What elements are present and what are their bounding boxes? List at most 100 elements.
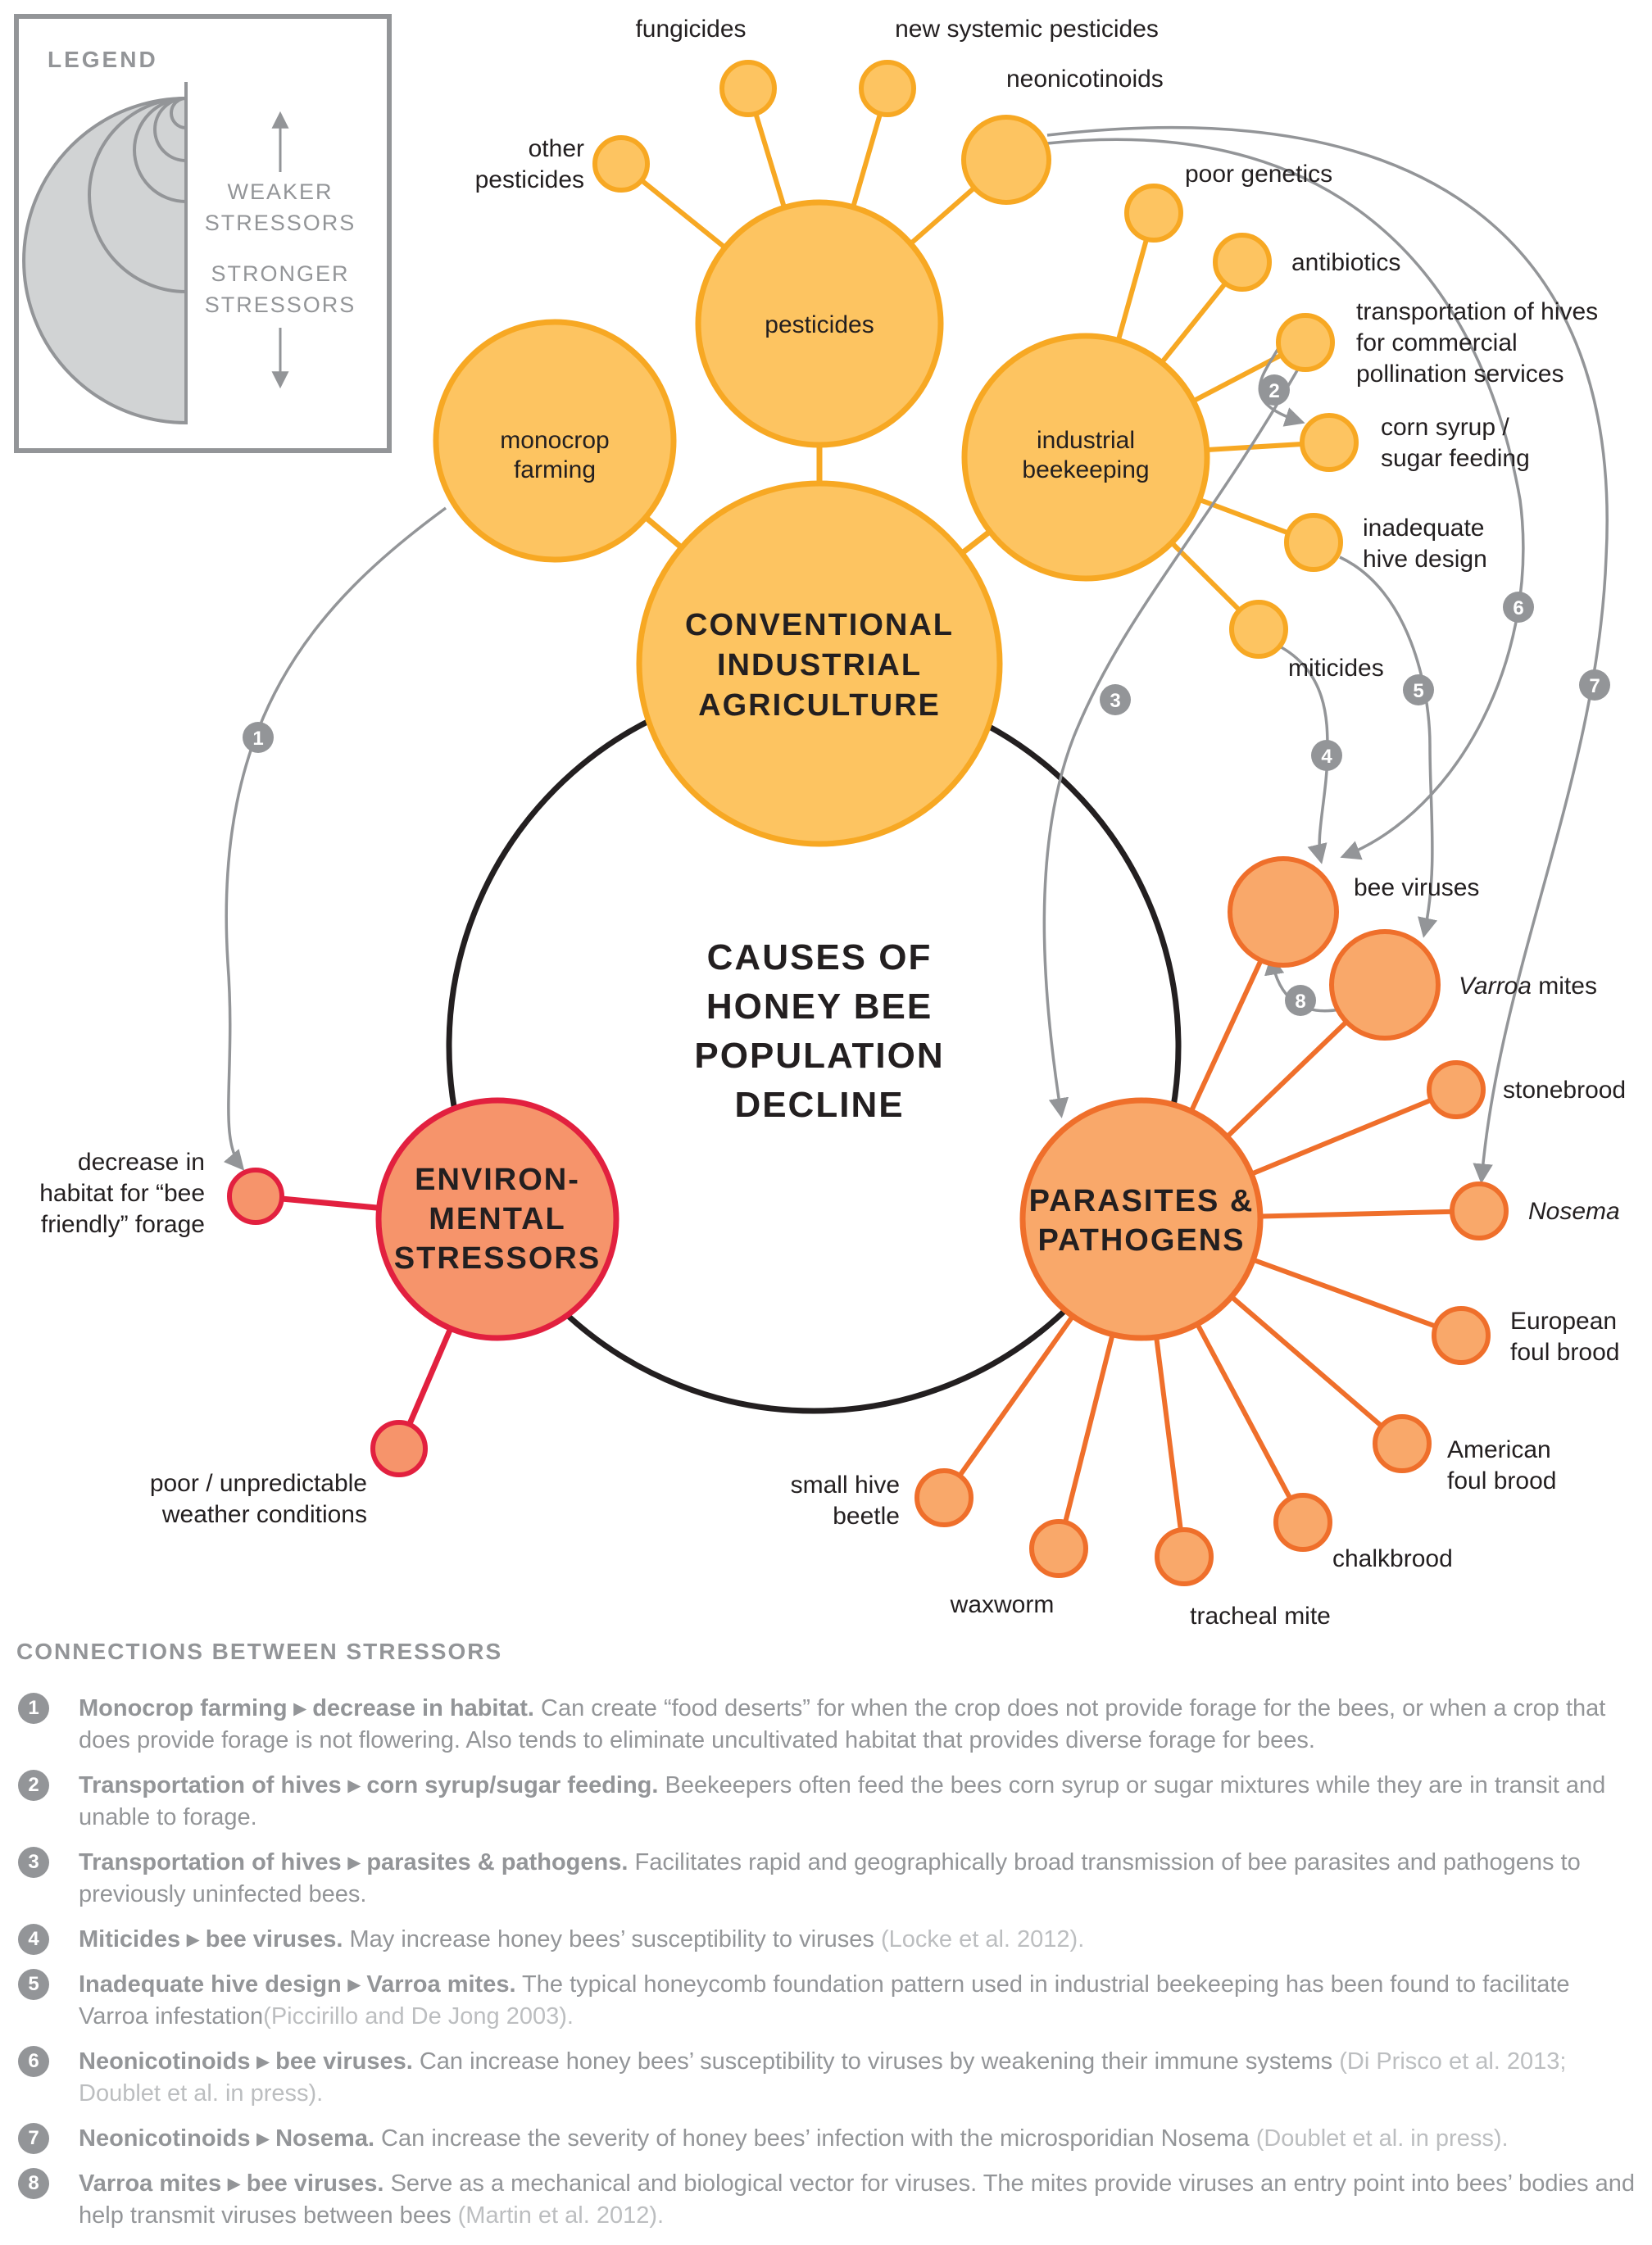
node-european (1432, 1306, 1491, 1365)
label-varroa: Varroa mites (1459, 973, 1597, 1000)
badge-7-icon (1579, 669, 1610, 701)
leaf-nodes-environmental (227, 1168, 428, 1477)
badge-1-icon (243, 722, 274, 753)
arrow-1 (223, 506, 447, 1171)
node-stonebrood (1427, 1060, 1486, 1119)
node-waxworm (1029, 1519, 1088, 1578)
note-citation: (Locke et al. 2012). (881, 1926, 1085, 1952)
badge-8-icon (1285, 985, 1316, 1016)
label-varroa-rest: mites (1532, 973, 1597, 1000)
node-other-pesticides (592, 135, 650, 193)
connection-note: 1 Monocrop farming ▸ decrease in habitat.… (16, 1693, 1639, 1757)
arrow-7 (1046, 125, 1609, 1184)
note-heading: Neonicotinoids ▸ Nosema. (79, 2125, 374, 2152)
note-body: The typical honeycomb foundation pattern… (79, 1971, 1570, 2030)
node-miticides (1229, 600, 1288, 659)
subhub-pesticides: pesticides (695, 199, 944, 448)
note-heading: Transportation of hives ▸ corn syrup/sug… (79, 1772, 659, 1798)
subhub-industrial: industrial beekeeping (961, 333, 1210, 582)
hub-agriculture-label-3: AGRICULTURE (698, 688, 941, 723)
leaf-labels: fungicides new systemic pesticides neoni… (39, 16, 1626, 1630)
note-number-icon: 6 (18, 2046, 49, 2077)
label-transportation-2: for commercial (1356, 329, 1518, 356)
note-citation: (Martin et al. 2012). (457, 2202, 665, 2229)
label-waxworm: waxworm (950, 1591, 1055, 1618)
subhub-monocrop: monocrop farming (433, 319, 677, 563)
note-heading: Monocrop farming ▸ decrease in habitat. (79, 1695, 534, 1721)
leaf-nodes-parasites (914, 856, 1509, 1586)
label-small-hive-2: beetle (833, 1503, 900, 1530)
node-nosema (1450, 1181, 1509, 1240)
note-number-icon: 8 (18, 2168, 49, 2199)
label-antibiotics: antibiotics (1291, 249, 1400, 276)
note-heading: Inadequate hive design ▸ Varroa mites. (79, 1971, 516, 1998)
hub-environmental-label-2: MENTAL (429, 1202, 566, 1236)
hub-environmental-label-3: STRESSORS (394, 1241, 601, 1276)
label-hive-design-1: inadequate (1363, 515, 1484, 542)
badge-6-label: 6 (1513, 597, 1523, 619)
note-number-icon: 1 (18, 1693, 49, 1724)
legend: LEGEND WEAKER STRESSORS STRONGER STRESSO… (14, 14, 392, 453)
badge-3-label: 3 (1110, 690, 1120, 712)
node-antibiotics (1213, 233, 1272, 292)
label-hive-design-2: hive design (1363, 546, 1487, 573)
connection-note: 8 Varroa mites ▸ bee viruses. Serve as a … (16, 2168, 1639, 2232)
node-corn-syrup (1300, 413, 1359, 472)
note-heading: Transportation of hives ▸ parasites & pa… (79, 1849, 629, 1875)
label-tracheal: tracheal mite (1190, 1603, 1331, 1630)
label-nosema: Nosema (1528, 1198, 1620, 1225)
node-american (1373, 1414, 1432, 1473)
label-corn-syrup-1: corn syrup / (1381, 414, 1509, 441)
hub-parasites-label-2: PATHOGENS (1037, 1223, 1245, 1258)
badge-5-label: 5 (1413, 680, 1423, 702)
subhub-industrial-label-2: beekeeping (1022, 456, 1149, 483)
label-american-2: foul brood (1447, 1467, 1556, 1494)
legend-circles-icon (22, 82, 188, 425)
badge-4-icon (1311, 740, 1342, 771)
center-title-line-1: CAUSES OF (707, 937, 933, 977)
note-body: Can create “food deserts” for when the c… (79, 1695, 1606, 1753)
badge-4-label: 4 (1321, 746, 1332, 768)
note-number-icon: 5 (18, 1969, 49, 2000)
note-body: Serve as a mechanical and biological vec… (79, 2170, 1635, 2229)
connections-section: CONNECTIONS BETWEEN STRESSORS 1 Monocrop … (16, 1639, 1639, 2245)
label-bee-viruses: bee viruses (1354, 874, 1479, 901)
note-body: Can increase the severity of honey bees’… (374, 2125, 1256, 2152)
label-neonicotinoids: neonicotinoids (1006, 66, 1164, 93)
badge-2-icon (1259, 374, 1290, 406)
node-varroa (1329, 929, 1441, 1041)
hub-agriculture-label-1: CONVENTIONAL (685, 608, 954, 642)
subhub-monocrop-label-1: monocrop (500, 427, 609, 454)
connections-title: CONNECTIONS BETWEEN STRESSORS (16, 1639, 503, 1664)
note-heading: Varroa mites ▸ bee viruses. (79, 2170, 384, 2197)
label-weather-1: poor / unpredictable (150, 1470, 367, 1497)
legend-weaker-2: STRESSORS (205, 211, 356, 235)
arrow-3 (1042, 360, 1305, 1118)
node-weather (370, 1420, 428, 1477)
label-stonebrood: stonebrood (1503, 1077, 1626, 1104)
node-hive-design (1284, 513, 1343, 572)
label-habitat-3: friendly” forage (41, 1211, 205, 1238)
node-tracheal (1155, 1527, 1214, 1586)
legend-stronger-2: STRESSORS (205, 293, 356, 317)
node-small-hive (914, 1468, 974, 1527)
node-habitat (227, 1168, 284, 1225)
label-european-1: European (1510, 1308, 1617, 1335)
legend-title: LEGEND (48, 47, 158, 72)
label-other-pesticides-2: pesticides (475, 166, 584, 193)
label-new-systemic: new systemic pesticides (895, 16, 1159, 43)
node-bee-viruses (1228, 856, 1339, 968)
node-poor-genetics (1124, 184, 1183, 243)
note-citation: (Di Prisco et al. 2013; Doublet et al. i… (79, 2048, 1567, 2107)
subhub-pesticides-label: pesticides (765, 311, 874, 338)
legend-weaker-1: WEAKER (227, 179, 333, 204)
hub-parasites-label-1: PARASITES & (1029, 1184, 1255, 1218)
subhub-monocrop-label-2: farming (514, 456, 596, 483)
legend-stronger-1: STRONGER (211, 261, 349, 286)
